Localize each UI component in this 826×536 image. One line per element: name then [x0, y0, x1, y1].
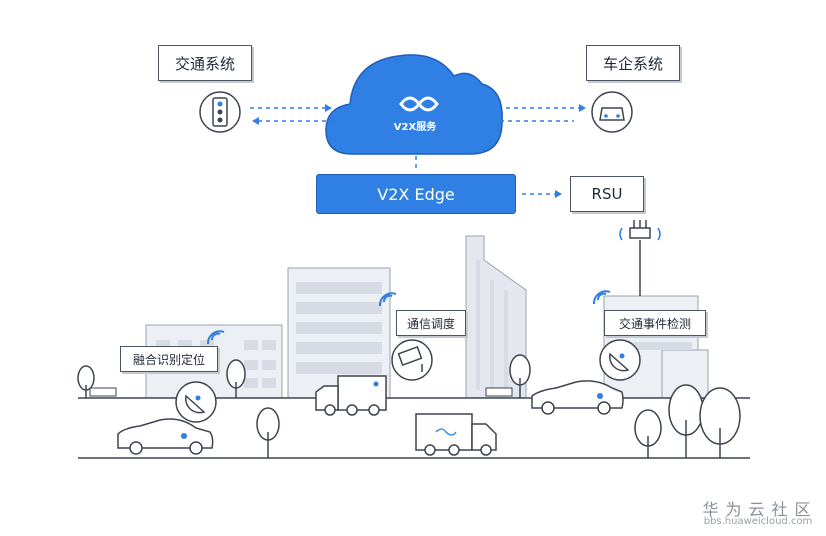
truck-lower [415, 413, 497, 456]
dashed-arrows [250, 107, 580, 195]
satellite-dish-icon-fusion [175, 381, 217, 423]
car-left [117, 418, 214, 455]
car-front-icon [591, 91, 633, 133]
v2x-service-label: V2X服务 [393, 122, 437, 133]
fusion-label: 融合识别定位 [120, 346, 218, 372]
traffic-system-label: 交通系统 [158, 45, 252, 81]
wifi-signals [207, 290, 611, 345]
trees [77, 354, 741, 458]
v2x-edge-box: V2X Edge [316, 174, 516, 214]
camera-icon-dispatch [391, 339, 433, 381]
event-detect-label: 交通事件检测 [604, 310, 706, 336]
rsu-label: RSU [570, 176, 644, 212]
satellite-dish-icon-event [599, 339, 641, 381]
cloud-service-shape [325, 54, 503, 155]
arrow-heads [252, 104, 586, 198]
watermark-brand: 华为云社区 [702, 500, 818, 519]
traffic-light-icon [199, 91, 241, 133]
benches [89, 387, 513, 397]
truck-upper [315, 375, 387, 416]
rsu-tower [619, 220, 661, 296]
watermark-url: bbs.huaweicloud.com [703, 516, 813, 527]
car-right [531, 380, 624, 415]
vehicle-system-label: 车企系统 [586, 45, 680, 81]
dispatch-label: 通信调度 [396, 310, 466, 336]
infinity-logo-icon [399, 96, 439, 112]
